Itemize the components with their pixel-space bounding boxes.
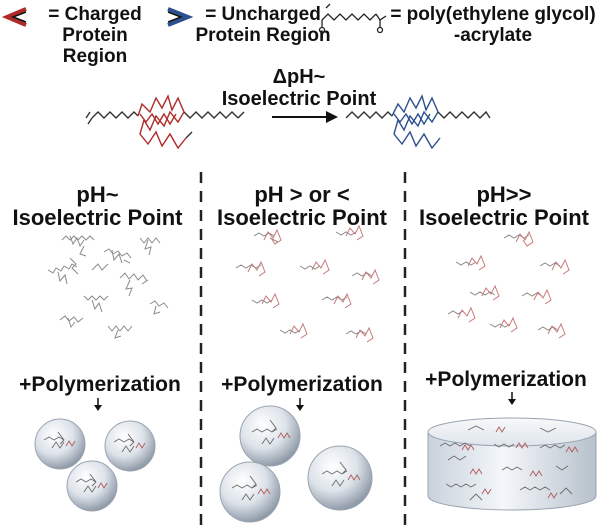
legend-peg-line1: = poly(ethylene glycol) (390, 4, 596, 25)
legend-charged-label: = Charged Protein Region (30, 4, 160, 67)
charged-conjugate-molecule (85, 94, 245, 150)
panel-3-title-line1: pH>> (476, 182, 532, 207)
panel-3-conjugates (447, 230, 570, 339)
legend-uncharged-line2: Protein Region (195, 25, 331, 46)
transition-line1: ΔpH~ (272, 66, 326, 88)
panel-3-title-line2: Isoelectric Point (419, 205, 589, 230)
transition-line2: Isoelectric Point (221, 88, 377, 110)
panel-1-step: +Polymerization (19, 373, 181, 396)
uncharged-region-icon (167, 7, 194, 27)
legend-uncharged-line1: = Uncharged (205, 4, 321, 25)
peg-acrylate-structure-icon (318, 3, 387, 34)
panel-3-title: pH>> Isoelectric Point (414, 183, 594, 229)
panel-2-microspheres (219, 405, 373, 523)
panel-1-conjugates (47, 235, 169, 339)
panel-3-bulk-hydrogel (427, 417, 597, 511)
panel-1-title: pH~ Isoelectric Point (10, 183, 185, 229)
legend-charged-line1: = Charged (48, 4, 142, 25)
panel-3-step: +Polymerization (425, 368, 587, 391)
panel-2-step: +Polymerization (221, 373, 383, 396)
panel-2-title-line2: Isoelectric Point (217, 205, 387, 230)
down-arrow-icon (94, 392, 516, 411)
transition-arrowhead (326, 111, 338, 123)
charged-region-icon (1, 7, 27, 27)
legend-peg-label: = poly(ethylene glycol) -acrylate (386, 4, 600, 46)
panel-2-title: pH > or < Isoelectric Point (212, 183, 392, 229)
transition-label: ΔpH~ Isoelectric Point (204, 66, 394, 110)
legend-uncharged-label: = Uncharged Protein Region (188, 4, 338, 46)
legend-peg-line2: -acrylate (453, 25, 533, 46)
panel-1-title-line1: pH~ (76, 182, 119, 207)
legend-charged-line2: Protein Region (62, 25, 128, 67)
panel-1-title-line2: Isoelectric Point (12, 205, 183, 230)
panel-2-title-line1: pH > or < (254, 182, 350, 207)
charged-region-icon-inner (10, 11, 27, 23)
uncharged-region-icon-inner (167, 11, 184, 23)
uncharged-conjugate-molecule (345, 94, 491, 150)
panel-2-conjugates (235, 224, 380, 343)
panel-1-microspheres (34, 418, 156, 512)
